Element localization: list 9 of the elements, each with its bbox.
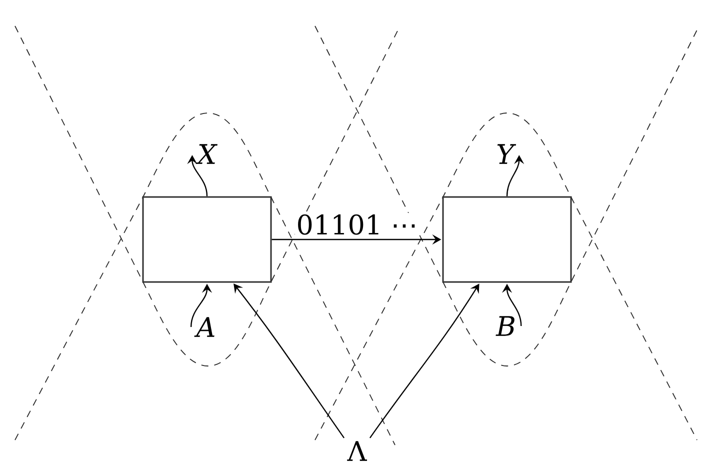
input-label: B: [496, 316, 514, 336]
empty-box: [142, 196, 272, 283]
output-label: Y: [497, 144, 516, 164]
input-label: A: [194, 317, 214, 337]
edge-label: 01101 ⋯: [294, 212, 420, 236]
output-label: X: [196, 144, 218, 164]
empty-box: [442, 196, 572, 283]
source-label: Λ: [347, 441, 368, 461]
arrow: [234, 284, 345, 438]
